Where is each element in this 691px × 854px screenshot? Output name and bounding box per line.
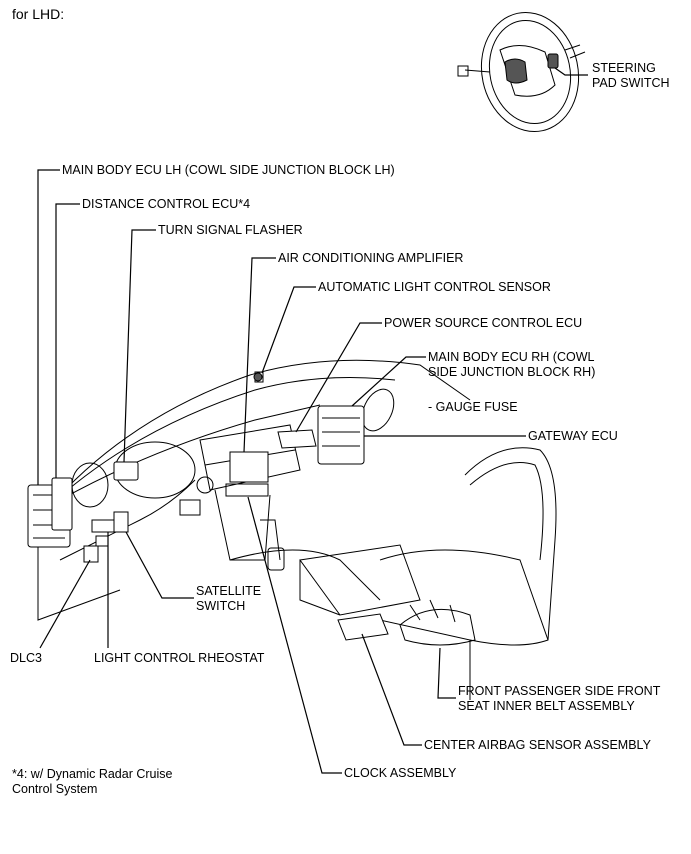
center-airbag-sensor-label: CENTER AIRBAG SENSOR ASSEMBLY bbox=[424, 738, 651, 752]
steering-pad-switch-label: STEERING PAD SWITCH bbox=[592, 61, 670, 91]
turn-signal-flasher-drawing bbox=[113, 461, 139, 481]
satellite-switch-line-1: SATELLITE bbox=[196, 584, 262, 598]
satellite-switch-line-2: SWITCH bbox=[196, 599, 246, 613]
center-airbag-sensor-drawing bbox=[337, 613, 389, 641]
auto-light-sensor-drawing bbox=[253, 372, 263, 382]
steering-pad-switch-line-2: PAD SWITCH bbox=[592, 76, 670, 90]
distance-control-ecu-label: DISTANCE CONTROL ECU*4 bbox=[82, 197, 251, 211]
automatic-light-control-sensor-label: AUTOMATIC LIGHT CONTROL SENSOR bbox=[318, 280, 551, 294]
power-source-ecu-drawing bbox=[277, 429, 317, 449]
dlc3-drawing bbox=[83, 545, 99, 563]
front-passenger-belt-label: FRONT PASSENGER SIDE FRONT SEAT INNER BE… bbox=[458, 684, 660, 714]
power-source-control-ecu-label: POWER SOURCE CONTROL ECU bbox=[384, 316, 583, 330]
turn-signal-flasher-label: TURN SIGNAL FLASHER bbox=[158, 223, 303, 237]
steering-pad-switch-line-1: STEERING bbox=[592, 61, 656, 75]
air-conditioning-amplifier-label: AIR CONDITIONING AMPLIFIER bbox=[278, 251, 464, 265]
steering-wheel-drawing bbox=[457, 11, 586, 133]
page-title: for LHD: bbox=[12, 6, 65, 22]
satellite-switch-label: SATELLITE SWITCH bbox=[196, 584, 261, 614]
main-body-ecu-rh-drawing bbox=[317, 405, 365, 465]
air-conditioning-amplifier-drawing bbox=[225, 451, 269, 497]
satellite-switch-drawing bbox=[113, 511, 129, 533]
main-body-ecu-lh-label: MAIN BODY ECU LH (COWL SIDE JUNCTION BLO… bbox=[62, 163, 395, 177]
dlc3-label: DLC3 bbox=[10, 651, 42, 665]
main-body-ecu-rh-line-1: MAIN BODY ECU RH (COWL bbox=[428, 350, 595, 364]
footnote: *4: w/ Dynamic Radar Cruise Control Syst… bbox=[12, 767, 172, 797]
footnote-line-2: Control System bbox=[12, 782, 98, 796]
gauge-fuse-label: - GAUGE FUSE bbox=[428, 400, 518, 414]
seat-drawing bbox=[299, 447, 557, 700]
front-passenger-belt-line-2: SEAT INNER BELT ASSEMBLY bbox=[458, 699, 635, 713]
belt-assembly-drawing bbox=[399, 599, 476, 646]
main-body-ecu-rh-line-2: SIDE JUNCTION BLOCK RH) bbox=[428, 365, 596, 379]
front-passenger-belt-line-1: FRONT PASSENGER SIDE FRONT bbox=[458, 684, 661, 698]
dashboard-drawing bbox=[37, 359, 471, 621]
leader-lines bbox=[37, 67, 588, 774]
main-body-ecu-rh-label: MAIN BODY ECU RH (COWL SIDE JUNCTION BLO… bbox=[428, 350, 595, 380]
gateway-ecu-label: GATEWAY ECU bbox=[528, 429, 618, 443]
distance-control-ecu-drawing bbox=[51, 477, 73, 531]
clock-assembly-label: CLOCK ASSEMBLY bbox=[344, 766, 457, 780]
light-control-rheostat-label: LIGHT CONTROL RHEOSTAT bbox=[94, 651, 265, 665]
footnote-line-1: *4: w/ Dynamic Radar Cruise bbox=[12, 767, 173, 781]
